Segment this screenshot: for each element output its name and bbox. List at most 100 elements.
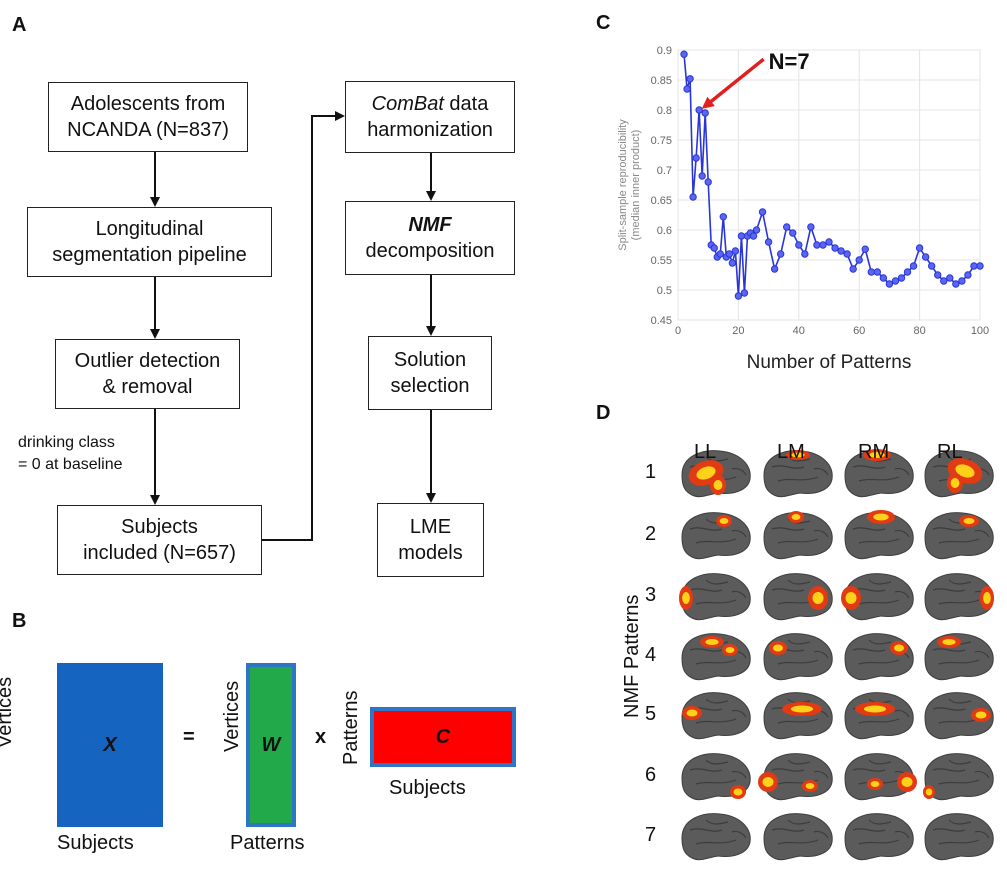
nmf-bold: NMF (408, 214, 452, 236)
row-label-2: 2 (645, 523, 657, 545)
brain-7-lm (758, 808, 836, 864)
brain-6-rl (919, 748, 997, 804)
box-longitudinal: Longitudinal segmentation pipeline (27, 207, 272, 277)
box-outlier-line2: & removal (102, 376, 193, 398)
brain-1-lm (758, 445, 836, 501)
x-tick-label-4: 80 (913, 325, 925, 337)
y-tick-label-5: 0.7 (657, 165, 672, 177)
data-point-60 (970, 262, 978, 270)
panel-d-label: D (596, 402, 611, 424)
brain-3-ll (676, 568, 754, 624)
box-subjects-line1: Subjects (121, 516, 198, 538)
matrix-x: X (57, 663, 163, 827)
data-point-28 (776, 250, 785, 258)
box-outlier-line1: Outlier detection (74, 350, 221, 372)
box-subjects-line2: included (N=657) (83, 542, 236, 564)
x-tick-label-3: 60 (853, 325, 865, 337)
y-tick-label-2: 0.55 (651, 255, 672, 267)
brain-3-rl (919, 568, 997, 624)
drinking-class-note: drinking class = 0 at baseline (18, 432, 123, 475)
nmf-patterns-axis-label: NMF Patterns (621, 594, 643, 718)
x-tick-label-1: 20 (732, 325, 744, 337)
arrow-connector (262, 111, 345, 541)
drinking-class-note-line1: drinking class (18, 434, 115, 451)
y-tick-label-7: 0.8 (657, 105, 672, 117)
data-point-46 (885, 280, 894, 288)
solution-line1: Solution (393, 349, 467, 371)
data-point-49 (903, 268, 912, 276)
plot-area (677, 49, 981, 321)
data-point-53 (927, 262, 936, 270)
data-point-37 (831, 244, 839, 252)
data-point-2 (686, 75, 694, 83)
equals-sign: = (183, 726, 195, 748)
col-label-ll: LL (694, 441, 717, 463)
box-solution: Solution selection (368, 336, 492, 410)
row-label-3: 3 (645, 584, 657, 606)
n7-annotation: N=7 (769, 49, 810, 74)
y-tick-label-4: 0.65 (651, 195, 672, 207)
nmf-line2: decomposition (365, 240, 495, 262)
brain-1-rl (919, 445, 997, 501)
brain-4-lm (758, 628, 836, 684)
y-tick-label-3: 0.6 (657, 225, 672, 237)
brain-4-ll (676, 628, 754, 684)
brain-1-ll (676, 445, 754, 501)
box-combat: ComBat data harmonization (345, 81, 515, 153)
brain-2-rl (919, 507, 997, 563)
data-point-44 (873, 268, 882, 276)
box-lme: LME models (377, 503, 484, 577)
lme-line2: models (398, 542, 463, 564)
brain-7-rl (919, 808, 997, 864)
row-label-1: 1 (645, 461, 657, 483)
n7-arrow (701, 57, 765, 109)
solution-line2: selection (390, 375, 470, 397)
times-sign: x (315, 726, 327, 748)
data-point-55 (940, 277, 948, 285)
data-point-8 (704, 178, 712, 186)
vertices-label-w: Vertices (221, 680, 243, 752)
col-label-rm: RM (858, 441, 890, 463)
y-tick-label-9: 0.9 (657, 45, 672, 57)
data-point-33 (807, 223, 815, 231)
drinking-class-note-line2: = 0 at baseline (18, 455, 123, 473)
matrix-w: W (246, 663, 296, 827)
row-label-5: 5 (645, 703, 657, 725)
brain-6-ll (676, 748, 754, 804)
brain-5-lm (758, 687, 836, 743)
row-label-6: 6 (645, 764, 657, 786)
data-point-31 (795, 241, 803, 249)
combat-rest: data (443, 93, 489, 115)
brain-3-lm (758, 568, 836, 624)
matrix-x-label: X (103, 733, 117, 756)
y-tick-label-8: 0.85 (651, 75, 672, 87)
data-point-0 (680, 50, 688, 58)
data-point-20 (740, 289, 749, 297)
flow-arrows (150, 111, 436, 541)
data-point-48 (897, 274, 906, 282)
data-point-59 (964, 271, 972, 279)
data-point-30 (789, 229, 797, 237)
box-subjects: Subjects included (N=657) (57, 505, 262, 575)
data-point-13 (719, 213, 728, 221)
row-label-4: 4 (645, 644, 657, 666)
data-point-35 (819, 241, 827, 249)
box-longitudinal-line2: segmentation pipeline (52, 244, 247, 266)
data-point-12 (716, 250, 724, 258)
panel-c-label: C (596, 12, 611, 34)
data-point-34 (813, 241, 821, 249)
x-axis-label: Number of Patterns (747, 352, 912, 373)
data-point-29 (783, 223, 791, 231)
data-point-24 (752, 226, 761, 234)
brain-7-rm (839, 808, 917, 864)
vertices-label-x: Vertices (0, 676, 16, 748)
data-point-3 (689, 193, 697, 201)
x-tick-label-0: 0 (675, 325, 681, 337)
data-point-58 (958, 277, 966, 285)
brain-2-ll (676, 507, 754, 563)
data-point-54 (934, 271, 942, 279)
data-point-25 (758, 208, 767, 216)
data-point-51 (915, 244, 924, 252)
row-label-7: 7 (645, 824, 657, 846)
